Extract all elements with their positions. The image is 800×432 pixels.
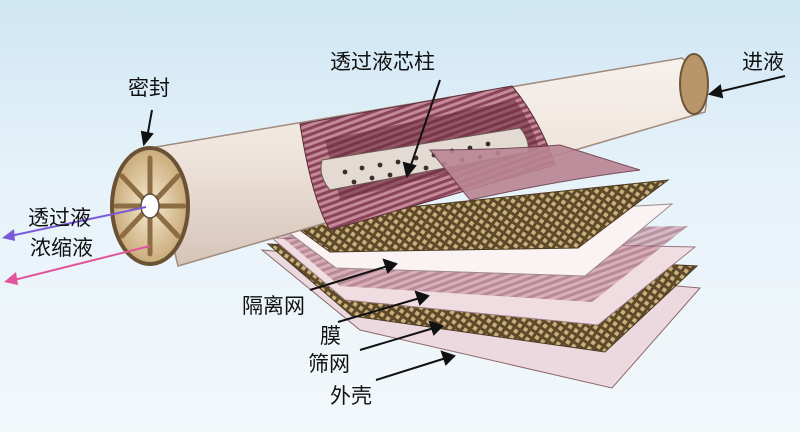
center-core-opening	[140, 193, 160, 219]
concentrate-flow-arrow	[13, 245, 151, 281]
label-pointers	[140, 75, 786, 381]
label-feed: 进液	[742, 50, 784, 74]
flow-arrows	[2, 206, 151, 285]
label-mesh: 筛网	[308, 352, 350, 376]
label-seal: 密封	[128, 76, 170, 100]
label-permeate-core: 透过液芯柱	[330, 50, 435, 74]
sheet-stack	[260, 179, 702, 389]
mesh-sheet-top	[284, 179, 670, 253]
label-spacer: 隔离网	[242, 294, 305, 318]
label-concentrate: 浓缩液	[30, 236, 93, 260]
label-shell: 外壳	[330, 384, 372, 408]
membrane-element	[110, 53, 709, 267]
permeate-flow-arrow	[9, 206, 147, 237]
peeled-layer	[428, 144, 641, 201]
label-permeate: 透过液	[28, 206, 91, 230]
label-membrane: 膜	[320, 324, 341, 348]
right-end-cap	[679, 53, 709, 115]
